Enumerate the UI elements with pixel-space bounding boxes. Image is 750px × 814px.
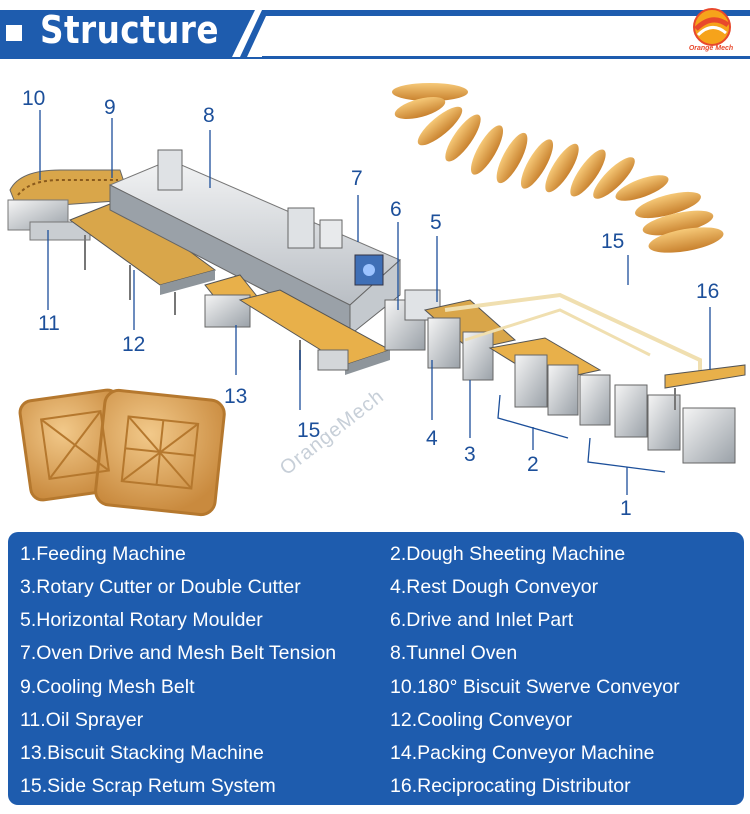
- legend-item-8: 8.Tunnel Oven: [390, 642, 518, 664]
- legend-item-11: 11.Oil Sprayer: [20, 709, 144, 731]
- stacking-machine-image: [204, 274, 392, 375]
- legend-item-2: 2.Dough Sheeting Machine: [390, 543, 626, 565]
- orange-mech-logo-icon: [693, 8, 731, 46]
- legend-item-14: 14.Packing Conveyor Machine: [390, 742, 655, 764]
- callout-8: 8: [203, 104, 215, 127]
- biscuits-image: [18, 388, 226, 517]
- header: Structure Orange Mech: [0, 0, 750, 60]
- legend-item-1: 1.Feeding Machine: [20, 543, 186, 565]
- callout-5: 5: [430, 211, 442, 234]
- callout-13: 13: [224, 385, 248, 408]
- callout-15-top: 15: [601, 230, 625, 253]
- legend-item-13: 13.Biscuit Stacking Machine: [20, 742, 264, 764]
- legend-item-7: 7.Oven Drive and Mesh Belt Tension: [20, 642, 337, 664]
- callout-2: 2: [527, 453, 539, 476]
- callout-7: 7: [351, 167, 363, 190]
- legend-item-15: 15.Side Scrap Retum System: [20, 775, 276, 797]
- swerve-conveyor-image: [7, 169, 131, 241]
- bread-rolls-image: [392, 83, 724, 253]
- callout-6: 6: [390, 198, 402, 221]
- cooling-conveyor-image: [68, 199, 217, 315]
- legend-item-16: 16.Reciprocating Distributor: [390, 775, 631, 797]
- callout-3: 3: [464, 443, 476, 466]
- callout-11: 11: [38, 312, 60, 335]
- callout-1: 1: [620, 497, 632, 520]
- legend-item-4: 4.Rest Dough Conveyor: [390, 576, 599, 598]
- legend-item-5: 5.Horizontal Rotary Moulder: [20, 609, 263, 631]
- callout-16: 16: [696, 280, 720, 303]
- callout-lines: [39, 110, 711, 495]
- production-line-diagram: OrangeMech 10 9 8 7 6 5 15 16 11 12 13 1…: [0, 70, 750, 525]
- legend-panel: 1.Feeding Machine 2.Dough Sheeting Machi…: [8, 532, 744, 805]
- production-line-illustration: [7, 83, 746, 517]
- callout-4: 4: [426, 427, 438, 450]
- legend-item-3: 3.Rotary Cutter or Double Cutter: [20, 576, 301, 598]
- logo-text: Orange Mech: [688, 45, 734, 52]
- dough-line-image: [384, 289, 746, 464]
- callout-15-bottom: 15: [297, 419, 321, 442]
- legend-item-10: 10.180° Biscuit Swerve Conveyor: [390, 676, 680, 698]
- page-title: Structure: [40, 8, 219, 52]
- legend-item-9: 9.Cooling Mesh Belt: [20, 676, 195, 698]
- callout-9: 9: [104, 96, 116, 119]
- callout-10: 10: [22, 87, 46, 110]
- legend-item-12: 12.Cooling Conveyor: [390, 709, 573, 731]
- callout-12: 12: [122, 333, 146, 356]
- legend-item-6: 6.Drive and Inlet Part: [390, 609, 574, 631]
